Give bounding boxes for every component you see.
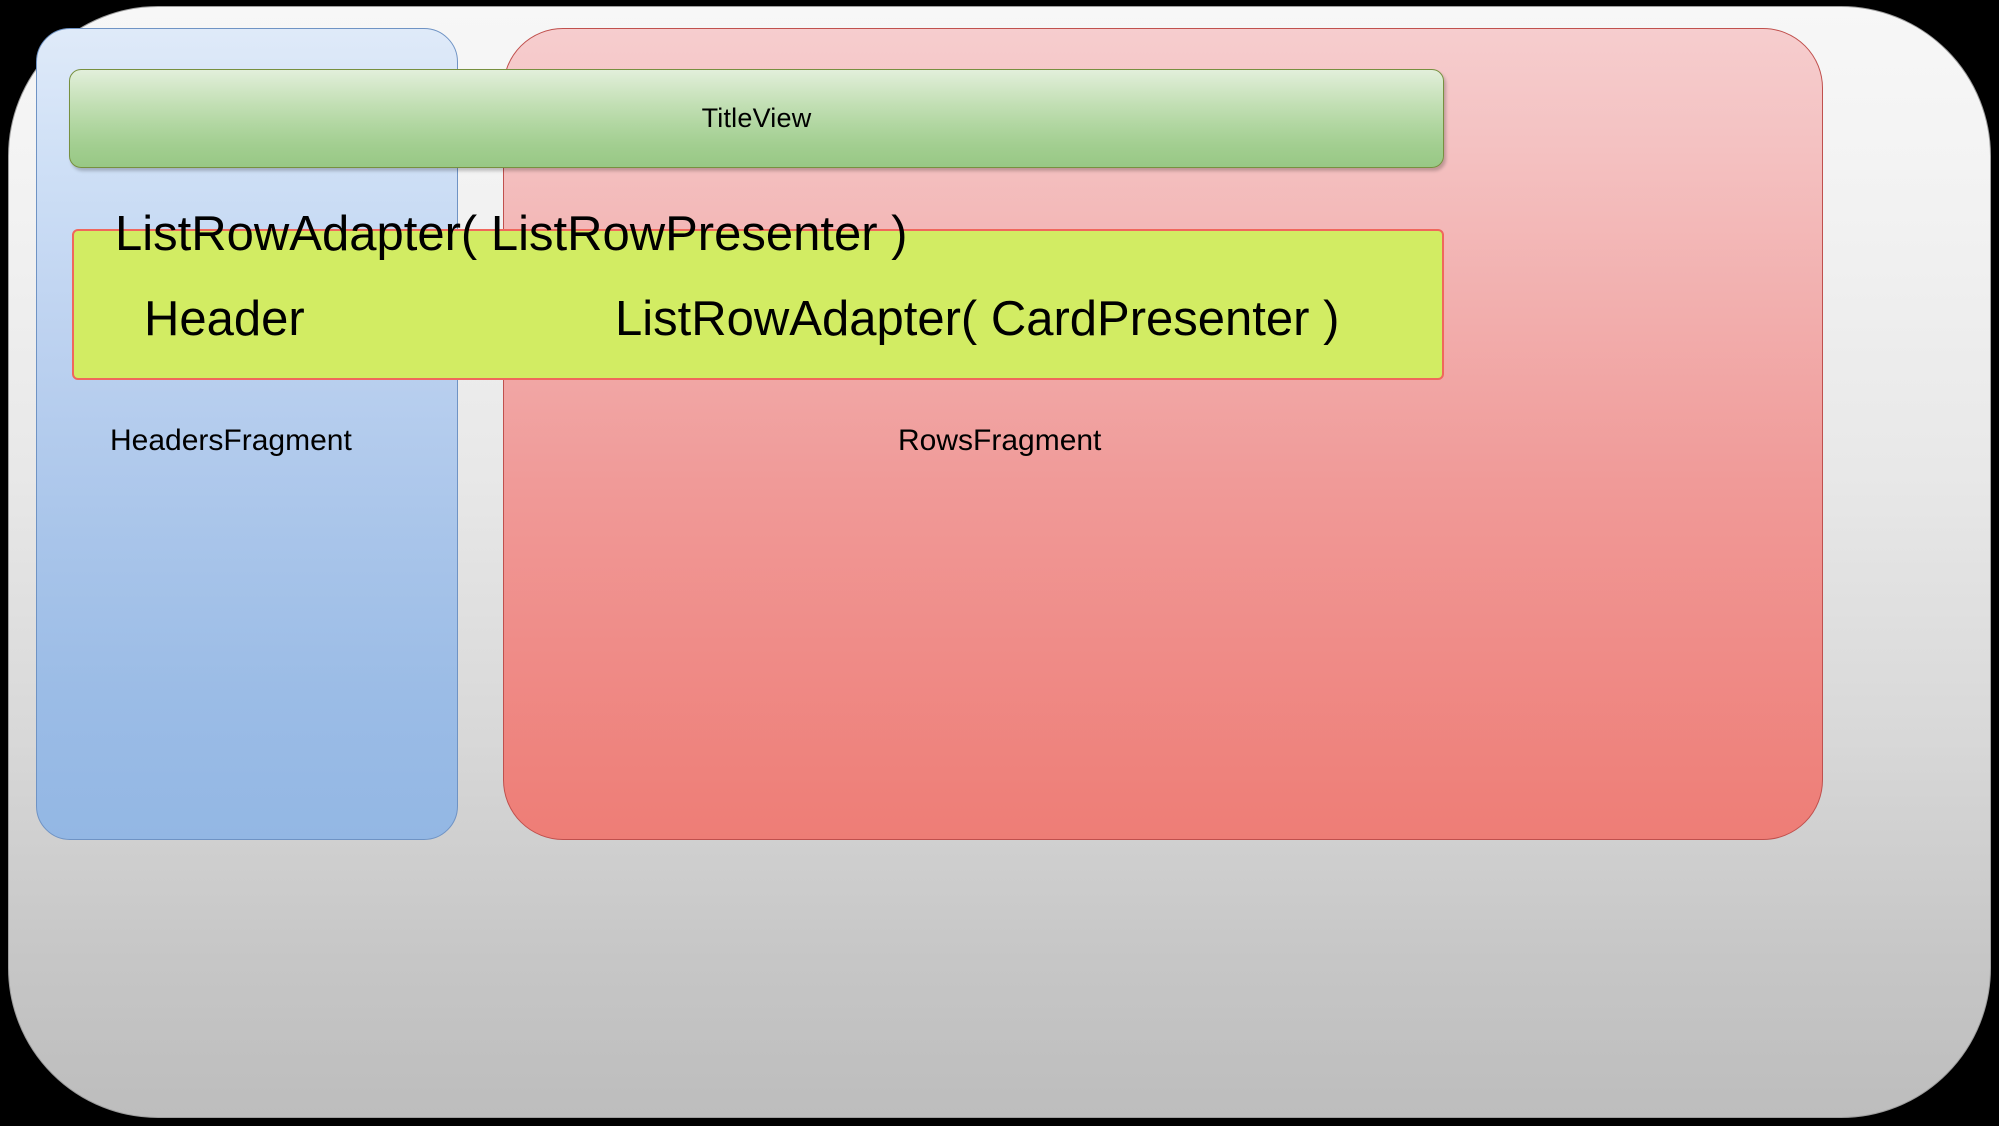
title-view-label: TitleView (701, 103, 812, 133)
header-label: Header (144, 292, 305, 346)
title-view-bar: TitleView (69, 69, 1444, 168)
listrow-adapter-box (72, 229, 1444, 380)
headers-fragment-label: HeadersFragment (110, 424, 352, 457)
rows-fragment-label: RowsFragment (898, 424, 1102, 457)
card-presenter-label: ListRowAdapter( CardPresenter ) (615, 292, 1340, 346)
listrow-presenter-label: ListRowAdapter( ListRowPresenter ) (115, 207, 908, 261)
